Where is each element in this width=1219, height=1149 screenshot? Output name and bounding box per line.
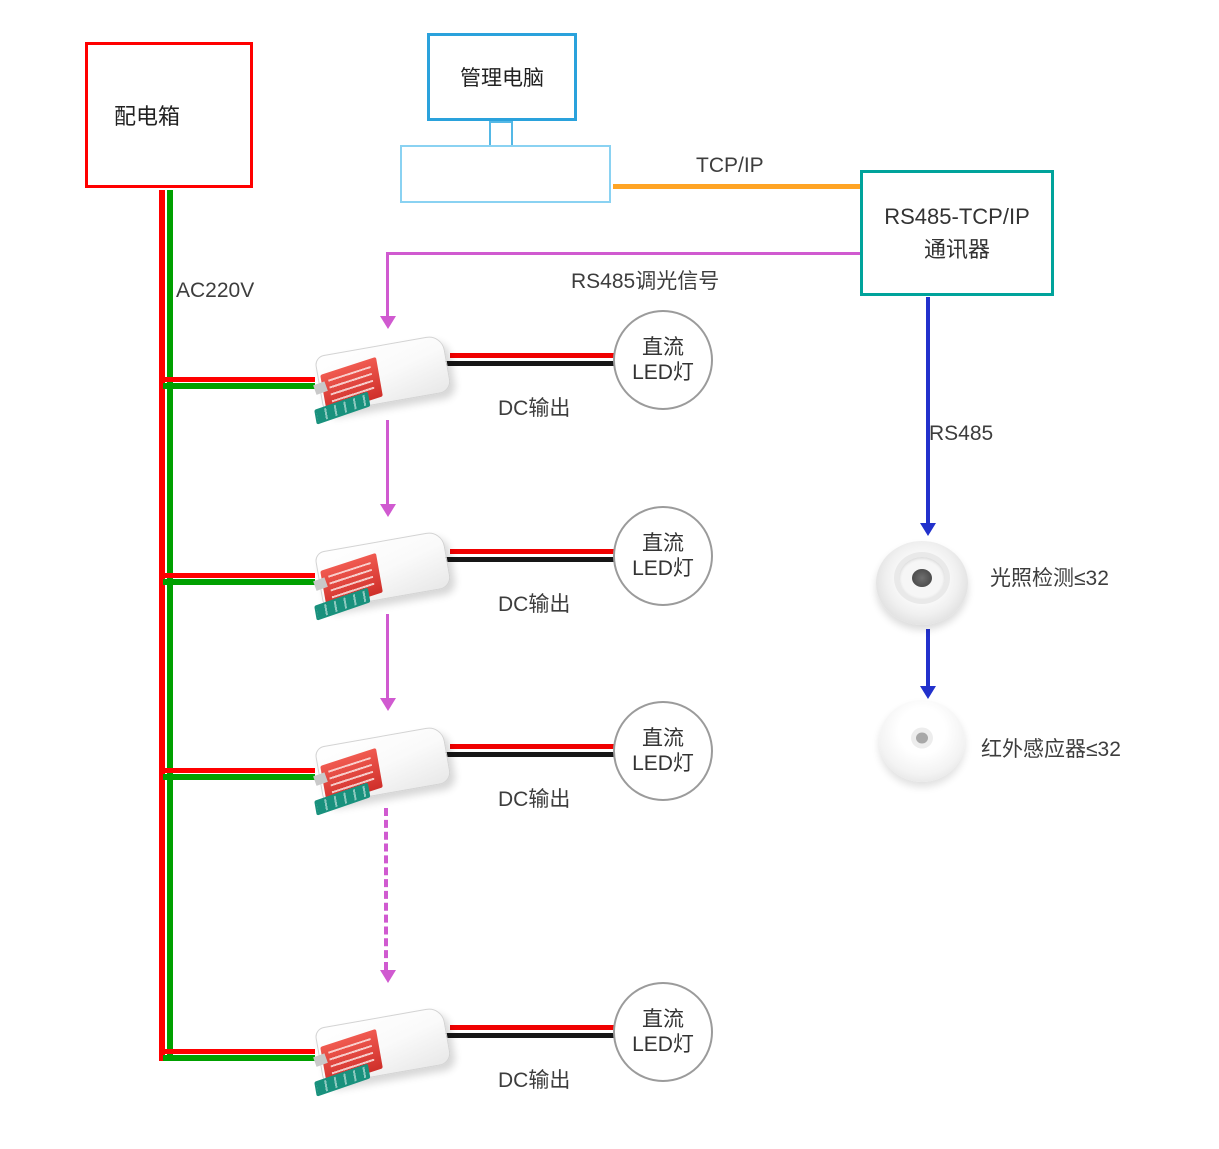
rs485-tcpip-communicator: RS485-TCP/IP 通讯器 — [860, 170, 1054, 296]
dc-wire-black — [443, 1033, 615, 1038]
lamp-label-line2: LED灯 — [632, 557, 694, 580]
distribution-box: 配电箱 — [85, 42, 253, 188]
dc-wire-black — [443, 752, 615, 757]
lamp-label-line1: 直流 — [642, 531, 684, 555]
dc-output-label: DC输出 — [498, 397, 571, 420]
led-driver-body — [313, 530, 453, 621]
dimming-signal-dashed-line — [384, 808, 388, 970]
lamp-label-line1: 直流 — [642, 335, 684, 359]
lamp-label-line1: 直流 — [642, 1007, 684, 1031]
dimming-signal-vline — [386, 252, 389, 316]
led-driver — [306, 333, 458, 425]
led-driver — [306, 724, 458, 816]
ac-branch-green — [163, 383, 315, 389]
ac-branch-red — [163, 768, 315, 773]
distribution-box-label: 配电箱 — [114, 104, 181, 129]
dc-wire-red — [450, 1025, 615, 1030]
led-driver — [306, 529, 458, 621]
dc-led-lamp: 直流 LED灯 — [613, 506, 713, 606]
light-sensor-label: 光照检测≤32 — [990, 567, 1109, 590]
light-sensor-device — [876, 541, 968, 625]
dc-output-label: DC输出 — [498, 593, 571, 616]
dc-wire-black — [443, 361, 615, 366]
ir-sensor-label: 红外感应器≤32 — [981, 738, 1121, 761]
led-driver-body — [313, 334, 453, 425]
ac-branch-red — [163, 573, 315, 578]
communicator-label-line1: RS485-TCP/IP — [884, 204, 1030, 229]
dimming-arrow-icon — [380, 970, 396, 983]
dimming-signal-vline — [386, 614, 389, 698]
rs485-bus-line — [926, 297, 930, 523]
lamp-label-line2: LED灯 — [632, 1033, 694, 1056]
dimming-arrow-icon — [380, 504, 396, 517]
dc-wire-red — [450, 353, 615, 358]
management-computer-label: 管理电脑 — [460, 67, 544, 90]
dimming-signal-label: RS485调光信号 — [571, 270, 720, 293]
ac-branch-green — [163, 579, 315, 585]
dc-output-label: DC输出 — [498, 1069, 571, 1092]
led-driver-body — [313, 1006, 453, 1097]
rs485-arrow-icon — [920, 523, 936, 536]
rs485-bus-line — [926, 629, 930, 686]
dc-wire-red — [450, 549, 615, 554]
ac-branch-green — [163, 774, 315, 780]
dimming-arrow-icon — [380, 316, 396, 329]
lamp-label-line2: LED灯 — [632, 752, 694, 775]
communicator-label-line2: 通讯器 — [923, 237, 990, 262]
ac220v-label: AC220V — [176, 279, 255, 302]
dc-output-label: DC输出 — [498, 788, 571, 811]
lamp-label-line2: LED灯 — [632, 361, 694, 384]
ac-branch-green — [163, 1055, 315, 1061]
ac-branch-red — [163, 1049, 315, 1054]
dc-wire-red — [450, 744, 615, 749]
management-computer-base — [400, 145, 611, 203]
ac-power-line-green — [167, 190, 173, 1061]
ir-sensor-device — [879, 700, 965, 782]
management-computer-screen: 管理电脑 — [427, 33, 577, 121]
tcp-ip-label: TCP/IP — [696, 154, 764, 177]
rs485-label: RS485 — [929, 422, 994, 445]
dc-led-lamp: 直流 LED灯 — [613, 310, 713, 410]
ac-branch-red — [163, 377, 315, 382]
ac-power-line-red — [159, 190, 165, 1061]
dimming-arrow-icon — [380, 698, 396, 711]
dimming-signal-vline — [386, 420, 389, 504]
dc-led-lamp: 直流 LED灯 — [613, 701, 713, 801]
lamp-label-line1: 直流 — [642, 726, 684, 750]
dc-wire-black — [443, 557, 615, 562]
management-computer-stand — [489, 121, 513, 147]
led-driver — [306, 1005, 458, 1097]
dimming-signal-hline — [388, 252, 860, 255]
led-driver-body — [313, 725, 453, 816]
rs485-arrow-icon — [920, 686, 936, 699]
tcp-ip-line — [613, 184, 860, 189]
dc-led-lamp: 直流 LED灯 — [613, 982, 713, 1082]
